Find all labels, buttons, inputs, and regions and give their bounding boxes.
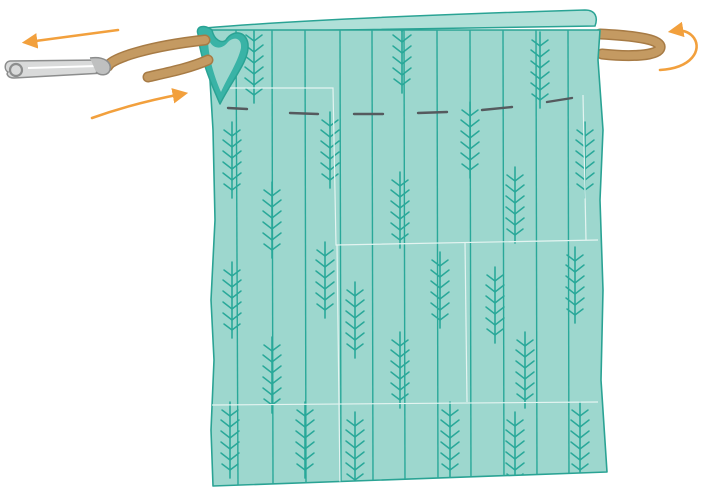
arrow-curl-icon [660,31,697,70]
bag-back-flap [205,10,596,32]
bag-body [207,30,607,486]
safety-pin-icon [5,58,110,78]
arrow-right-icon [92,94,182,118]
arrow-left-icon [28,30,118,42]
